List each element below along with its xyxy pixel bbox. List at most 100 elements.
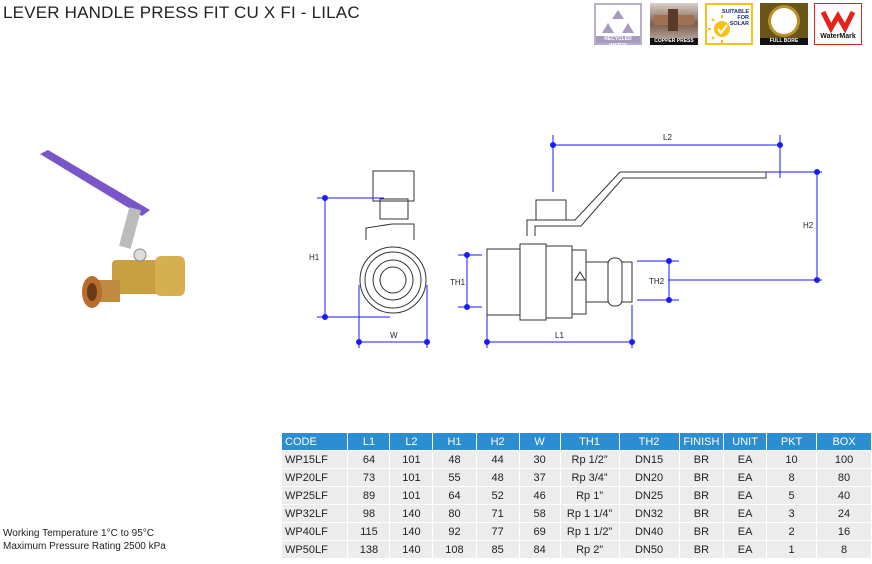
recycled-water-badge: RECYCLED WATER	[594, 3, 642, 49]
full-bore-badge: FULL BORE	[760, 3, 808, 45]
column-header: PKT	[766, 433, 817, 450]
dimension-lines	[317, 135, 822, 348]
table-cell: 37	[519, 469, 560, 486]
table-cell: EA	[724, 487, 766, 504]
table-cell: 8	[766, 469, 817, 486]
table-cell: 101	[390, 487, 433, 504]
table-cell: 48	[476, 469, 519, 486]
badge-caption: RECYCLED WATER	[596, 36, 640, 49]
table-cell: WP40LF	[282, 523, 348, 540]
table-cell: EA	[724, 505, 766, 522]
table-cell: 10	[766, 451, 817, 468]
table-cell: EA	[724, 541, 766, 558]
table-cell: Rp 3/4”	[560, 469, 619, 486]
dim-label-h1: H1	[309, 253, 320, 262]
column-header: BOX	[817, 433, 871, 450]
column-header: L1	[348, 433, 390, 450]
column-header: W	[519, 433, 560, 450]
table-cell: 48	[433, 451, 476, 468]
table-cell: 16	[817, 523, 871, 540]
table-cell: DN20	[619, 469, 679, 486]
column-header: TH1	[560, 433, 619, 450]
table-cell: DN25	[619, 487, 679, 504]
table-cell: 140	[390, 523, 433, 540]
table-cell: 140	[390, 505, 433, 522]
table-cell: DN50	[619, 541, 679, 558]
table-cell: 101	[390, 451, 433, 468]
table-cell: 101	[390, 469, 433, 486]
table-cell: 115	[348, 523, 390, 540]
column-header: H2	[476, 433, 519, 450]
table-cell: 52	[476, 487, 519, 504]
table-cell: EA	[724, 469, 766, 486]
table-cell: 100	[817, 451, 871, 468]
table-cell: 55	[433, 469, 476, 486]
full-bore-icon	[768, 5, 800, 37]
watermark-icon	[820, 10, 856, 34]
column-header: L2	[390, 433, 433, 450]
max-pressure-rating: Maximum Pressure Rating 2500 kPa	[3, 541, 166, 552]
table-cell: 5	[766, 487, 817, 504]
working-temperature: Working Temperature 1°C to 95°C	[3, 528, 155, 539]
watermark-badge: WaterMark	[814, 3, 862, 45]
table-cell: 3	[766, 505, 817, 522]
table-cell: 98	[348, 505, 390, 522]
table-cell: 138	[348, 541, 390, 558]
column-header: TH2	[619, 433, 679, 450]
badge-caption: COPPER PRESS	[650, 38, 698, 45]
side-view-drawing	[486, 171, 767, 321]
table-cell: 92	[433, 523, 476, 540]
table-cell: EA	[724, 523, 766, 540]
table-cell: BR	[679, 451, 724, 468]
table-cell: 77	[476, 523, 519, 540]
table-cell: WP25LF	[282, 487, 348, 504]
operating-notes: Working Temperature 1°C to 95°C Maximum …	[3, 527, 166, 553]
table-cell: 24	[817, 505, 871, 522]
table-cell: 69	[519, 523, 560, 540]
dim-label-l1: L1	[555, 331, 564, 340]
table-cell: 64	[348, 451, 390, 468]
table-cell: 46	[519, 487, 560, 504]
table-cell: Rp 1 1/2”	[560, 523, 619, 540]
sun-check-icon	[708, 15, 730, 43]
table-cell: EA	[724, 451, 766, 468]
table-cell: 2	[766, 523, 817, 540]
copper-press-badge: COPPER PRESS	[650, 3, 698, 45]
table-cell: Rp 1 1/4”	[560, 505, 619, 522]
table-cell: 80	[433, 505, 476, 522]
lever-handle	[40, 150, 150, 216]
technical-diagram: H1 W TH1 L1 L2 H2 TH2	[309, 133, 822, 348]
table-cell: 108	[433, 541, 476, 558]
front-view-drawing	[359, 170, 427, 314]
table-cell: 30	[519, 451, 560, 468]
table-cell: 140	[390, 541, 433, 558]
table-cell: 8	[817, 541, 871, 558]
recycle-icon	[602, 10, 634, 33]
dim-label-th1: TH1	[450, 278, 466, 287]
table-cell: 80	[817, 469, 871, 486]
table-cell: 85	[476, 541, 519, 558]
badge-caption: FULL BORE	[760, 38, 808, 45]
table-cell: BR	[679, 541, 724, 558]
table-cell: 84	[519, 541, 560, 558]
column-header: FINISH	[679, 433, 724, 450]
table-cell: Rp 2”	[560, 541, 619, 558]
table-cell: WP50LF	[282, 541, 348, 558]
table-cell: 64	[433, 487, 476, 504]
table-cell: 89	[348, 487, 390, 504]
badge-caption: WaterMark	[820, 33, 856, 40]
table-cell: 40	[817, 487, 871, 504]
table-cell: DN40	[619, 523, 679, 540]
table-cell: WP15LF	[282, 451, 348, 468]
table-cell: BR	[679, 469, 724, 486]
